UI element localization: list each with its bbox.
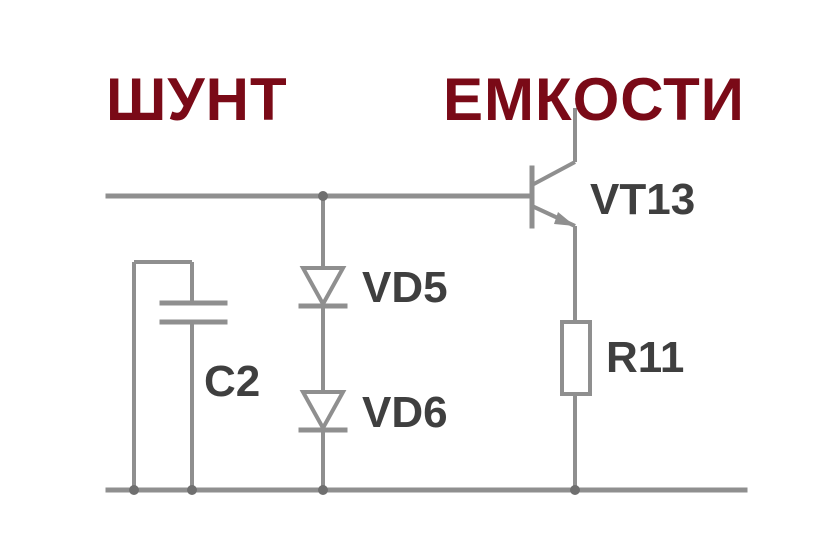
label-vd6: VD6 (362, 388, 448, 437)
label-vd5: VD5 (362, 263, 448, 312)
label-c2: C2 (204, 357, 260, 406)
junction-dot (570, 485, 580, 495)
resistor-r11 (560, 320, 592, 490)
capacitor-c2 (132, 260, 228, 490)
diode-vd6 (298, 390, 348, 433)
junction-dot (318, 191, 328, 201)
diode-vd5 (298, 266, 348, 309)
junction-dot (318, 485, 328, 495)
title-shunt: ШУНТ (106, 66, 288, 133)
junction-dot (129, 485, 139, 495)
label-vt13: VT13 (590, 175, 695, 224)
transistor-vt13 (529, 108, 577, 320)
junction-dot (187, 485, 197, 495)
label-r11: R11 (606, 333, 684, 382)
title-capacitance: ЕМКОСТИ (443, 66, 745, 133)
